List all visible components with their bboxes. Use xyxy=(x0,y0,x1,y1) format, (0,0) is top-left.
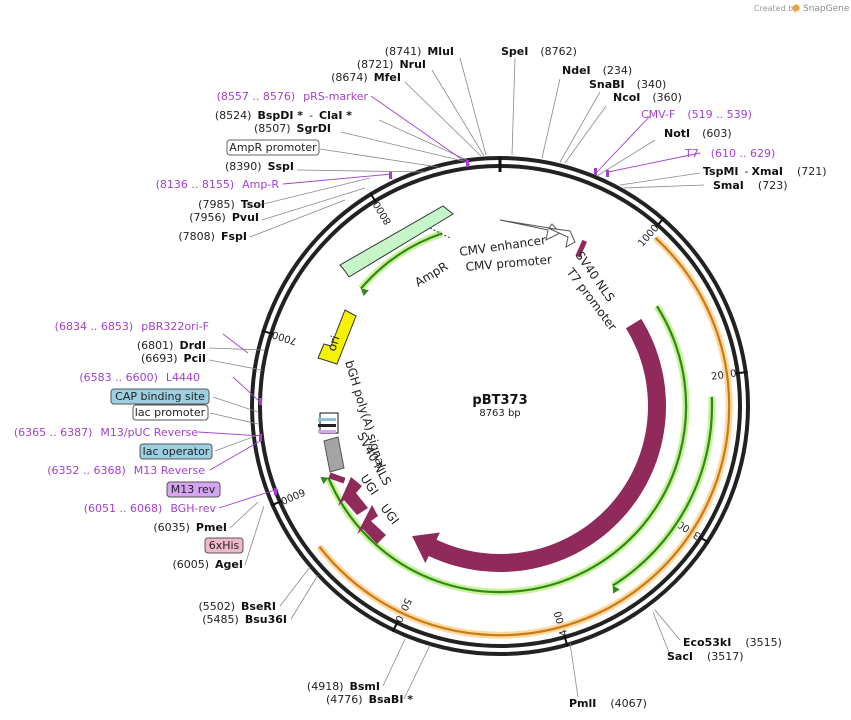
site-bspdi-clai[interactable]: (8524)BspDI *-ClaI * xyxy=(215,109,352,122)
lac-promoter-box[interactable] xyxy=(132,404,209,421)
left-labels: (8741)MluI (8721)NruI (8674)MfeI (8557 .… xyxy=(14,45,454,706)
site-snabi[interactable]: SnaBI(340) xyxy=(589,78,666,91)
primer-amp-r[interactable]: (8136 .. 8155)Amp-R xyxy=(156,178,280,191)
his-tag-text: 6xHis xyxy=(209,539,240,552)
m13-rev-mark xyxy=(318,430,336,433)
site-drdi[interactable]: (6801)DrdI xyxy=(137,339,206,352)
snapgene-logo-icon xyxy=(792,4,800,12)
site-smai[interactable]: SmaI(723) xyxy=(713,179,788,192)
site-bsmi[interactable]: (4918)BsmI xyxy=(307,680,380,693)
watermark-prefix: Created by xyxy=(754,4,798,13)
site-eco53ki[interactable]: Eco53kI(3515) xyxy=(683,636,782,649)
cmv-promoter-feature[interactable] xyxy=(547,227,576,248)
site-sgrdi[interactable]: (8507)SgrDI xyxy=(254,122,331,135)
site-saci[interactable]: SacI(3517) xyxy=(667,650,744,663)
ugi-2-label: UGI xyxy=(378,501,402,527)
bgh-polya-feature[interactable] xyxy=(323,436,345,473)
plasmid-name: pBT373 xyxy=(472,393,527,408)
ampr-promoter-text: AmpR promoter xyxy=(229,141,317,154)
lac-promoter-mark xyxy=(318,424,336,427)
scale-tick-2000 xyxy=(735,370,748,375)
ampr-label: AmpR xyxy=(412,259,450,289)
scale-tick-3000 xyxy=(698,535,710,544)
primer-l4440[interactable]: (6583 .. 6600)L4440 xyxy=(79,371,200,384)
site-mlui[interactable]: (8741)MluI xyxy=(385,45,454,58)
site-sspi[interactable]: (8390)SspI xyxy=(225,160,294,173)
m13-rev-text: M13 rev xyxy=(171,483,216,496)
his-tag-box[interactable] xyxy=(204,537,244,554)
site-tsoi[interactable]: (7985)TsoI xyxy=(198,198,265,211)
site-noti[interactable]: NotI(603) xyxy=(664,127,732,140)
lac-operator-box-label[interactable] xyxy=(139,443,213,460)
primer-marks xyxy=(259,160,609,495)
primer-prs-marker[interactable]: (8557 .. 8576)pRS-marker xyxy=(217,90,369,103)
ori-feature[interactable] xyxy=(317,309,357,365)
site-bsabi[interactable]: (4776)BsaBI * xyxy=(326,693,413,706)
primer-m13-reverse[interactable]: (6352 .. 6368)M13 Reverse xyxy=(47,464,205,477)
right-labels: SpeI(8762) NdeI(234) SnaBI(340) NcoI(360… xyxy=(501,45,827,710)
scale-label-6000: 6000 xyxy=(279,486,307,506)
ugi-1-feature[interactable] xyxy=(338,477,368,515)
site-bseri[interactable]: (5502)BseRI xyxy=(198,600,276,613)
orange-arc-cas9-outer xyxy=(318,236,731,637)
cas9-feature[interactable] xyxy=(412,318,666,572)
sv40-nls-2-feature[interactable] xyxy=(328,472,346,484)
site-tspmi-xmai[interactable]: TspMI-XmaI(721) xyxy=(703,165,827,178)
m13-rev-box[interactable] xyxy=(166,481,221,498)
site-ncoi[interactable]: NcoI(360) xyxy=(613,91,682,104)
site-spei[interactable]: SpeI(8762) xyxy=(501,45,577,58)
watermark-brand: SnapGene xyxy=(803,4,850,14)
scale-tick-7000 xyxy=(261,329,274,336)
site-nrui[interactable]: (8721)NruI xyxy=(357,58,426,71)
site-pcii[interactable]: (6693)PciI xyxy=(141,352,206,365)
cap-binding-site-box[interactable] xyxy=(110,388,210,405)
lac-promoter-text: lac promoter xyxy=(135,406,206,419)
primer-lines xyxy=(197,95,701,509)
site-pvui[interactable]: (7956)PvuI xyxy=(189,211,259,224)
primer-cmv-f[interactable]: CMV-F(519 .. 539) xyxy=(641,108,752,121)
ampr-feature[interactable] xyxy=(339,205,454,278)
site-pmei[interactable]: (6035)PmeI xyxy=(153,521,227,534)
green-arc-cas9-inner xyxy=(327,305,688,594)
sv40-nls-1-feature[interactable] xyxy=(575,239,587,258)
scale-label-7000: 7000 xyxy=(271,328,299,346)
primer-t7[interactable]: T7(610 .. 629) xyxy=(684,147,775,160)
green-arc-cas9-inner-arrowhead xyxy=(320,476,329,485)
ampr-promoter-box[interactable] xyxy=(226,139,320,156)
scale-tick-5000 xyxy=(391,620,399,633)
scale-tick-6000 xyxy=(270,500,283,507)
site-agei[interactable]: (6005)AgeI xyxy=(172,558,243,571)
lac-operator-text: lac operator xyxy=(143,445,210,458)
ori-label: ori xyxy=(325,334,343,353)
primer-m13-puc-reverse[interactable]: (6365 .. 6387)M13/pUC Reverse xyxy=(14,426,198,439)
orf-arcs xyxy=(316,230,733,639)
scale-tick-8000 xyxy=(369,191,378,204)
leader-lines xyxy=(208,57,705,700)
site-fspi[interactable]: (7808)FspI xyxy=(178,230,247,243)
primer-pbr322ori-f[interactable]: (6834 .. 6853)pBR322ori-F xyxy=(55,320,209,333)
site-bsu36i[interactable]: (5485)Bsu36I xyxy=(202,613,287,626)
green-arc-cas9-outer-arrowhead xyxy=(612,585,620,594)
site-pmli[interactable]: PmlI(4067) xyxy=(569,697,647,710)
ugi-2-feature[interactable] xyxy=(357,505,386,544)
scale-tick-4000 xyxy=(563,634,569,647)
cap-binding-site-text: CAP binding site xyxy=(115,390,205,403)
site-ndei[interactable]: NdeI(234) xyxy=(562,64,632,77)
primer-bgh-rev[interactable]: (6051 .. 6068)BGH-rev xyxy=(84,502,217,515)
green-arc-ampr xyxy=(360,232,443,290)
cap-site-mark xyxy=(318,418,336,421)
green-arc-cas9-outer xyxy=(612,396,714,587)
site-mfei[interactable]: (8674)MfeI xyxy=(331,71,401,84)
plasmid-size: 8763 bp xyxy=(479,408,520,419)
green-arc-ampr-arrowhead xyxy=(360,288,369,297)
scale-label-8000: 8000 xyxy=(372,199,395,226)
scale-tick-1000 xyxy=(655,216,666,228)
